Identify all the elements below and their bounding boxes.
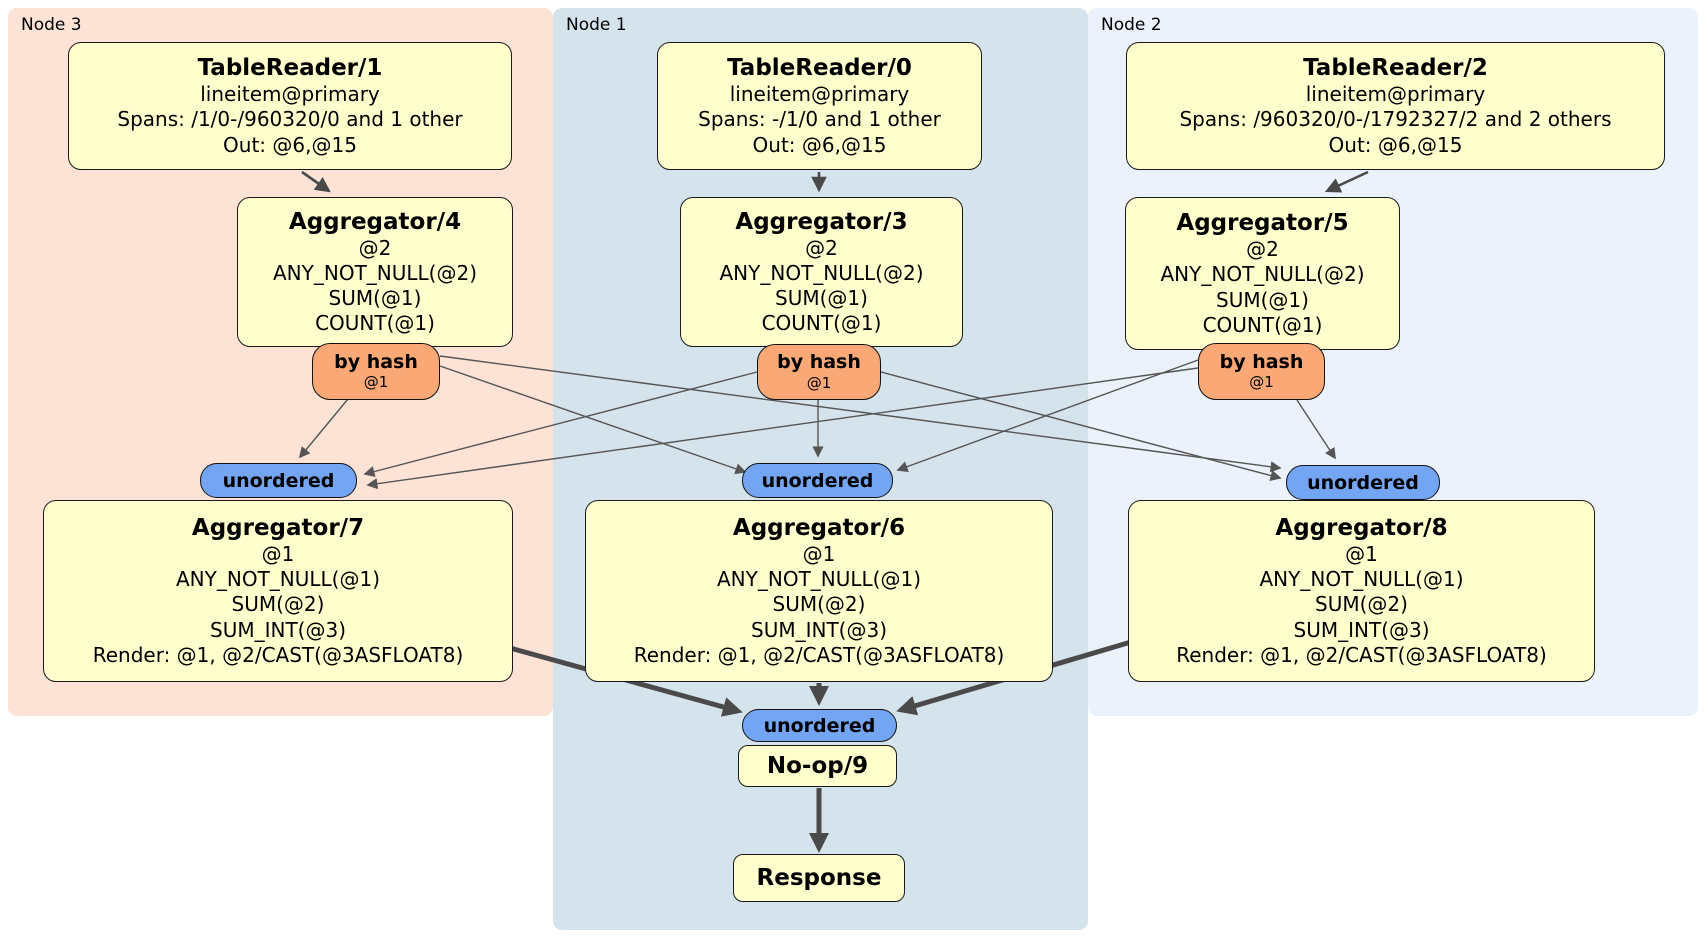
processor-aggregator-4: Aggregator/4 @2 ANY_NOT_NULL(@2) SUM(@1)… — [237, 197, 513, 347]
processor-title: TableReader/0 — [727, 55, 912, 82]
edges-tablereader-to-aggregator — [301, 170, 1369, 193]
processor-agg-fn: ANY_NOT_NULL(@2) — [273, 260, 477, 285]
processor-agg-fn: SUM_INT(@3) — [751, 617, 887, 642]
processor-agg-fn: ANY_NOT_NULL(@1) — [717, 567, 921, 592]
processor-out: Out: @6,@15 — [1328, 132, 1463, 157]
processor-agg-fn: SUM(@1) — [1216, 287, 1309, 312]
processor-aggregator-3: Aggregator/3 @2 ANY_NOT_NULL(@2) SUM(@1)… — [680, 197, 963, 347]
router-label: by hash — [334, 350, 418, 373]
processor-title: Aggregator/8 — [1275, 515, 1448, 541]
processor-agg-fn: SUM(@2) — [1315, 592, 1408, 617]
processor-agg-fn: ANY_NOT_NULL(@1) — [176, 567, 380, 592]
processor-groupcols: @2 — [1246, 237, 1279, 262]
processor-render: Render: @1, @2/CAST(@3ASFLOAT8) — [92, 642, 464, 667]
processor-spans: Spans: -/1/0 and 1 other — [698, 107, 941, 132]
edge-router3-sync3 — [298, 398, 349, 459]
processor-out: Out: @6,@15 — [223, 132, 357, 157]
edge-router3-sync2 — [439, 355, 1282, 473]
processor-spans: Spans: /1/0-/960320/0 and 1 other — [117, 107, 463, 132]
edge-router2-sync2 — [1296, 399, 1336, 460]
processor-agg-fn: ANY_NOT_NULL(@2) — [719, 260, 924, 285]
processor-groupcols: @1 — [802, 542, 836, 567]
processor-title: TableReader/2 — [1303, 55, 1488, 82]
processor-title: Aggregator/3 — [735, 208, 908, 235]
processor-agg-fn: SUM(@2) — [772, 592, 866, 617]
processor-response: Response — [733, 854, 905, 902]
processor-title: Aggregator/5 — [1176, 210, 1349, 237]
processor-detail: lineitem@primary — [1305, 82, 1486, 107]
processor-detail: lineitem@primary — [729, 82, 910, 107]
processor-aggregator-5: Aggregator/5 @2 ANY_NOT_NULL(@2) SUM(@1)… — [1125, 197, 1400, 350]
processor-groupcols: @2 — [358, 235, 392, 260]
processor-agg-fn: SUM_INT(@3) — [210, 617, 346, 642]
router-detail: @1 — [806, 373, 832, 392]
processor-tablereader-1: TableReader/1 lineitem@primary Spans: /1… — [68, 42, 512, 170]
router-detail: @1 — [363, 373, 389, 392]
edge-router2-sync1 — [896, 359, 1199, 472]
edge-router1-sync2 — [880, 371, 1282, 481]
processor-groupcols: @2 — [805, 235, 838, 260]
processor-agg-fn: COUNT(@1) — [761, 311, 882, 336]
processor-groupcols: @1 — [261, 542, 295, 567]
processor-render: Render: @1, @2/CAST(@3ASFLOAT8) — [1176, 642, 1547, 667]
sync-unordered-final: unordered — [742, 709, 897, 742]
processor-title: Aggregator/7 — [191, 515, 365, 541]
router-detail: @1 — [1249, 373, 1274, 392]
node-panel-2-label: Node 2 — [1101, 15, 1162, 35]
node-panel-3-label: Node 3 — [21, 15, 82, 35]
edge-tr2-agg5 — [1324, 170, 1369, 193]
router-label: by hash — [1219, 350, 1304, 373]
processor-detail: lineitem@primary — [200, 82, 380, 107]
sync-unordered-node1: unordered — [742, 463, 893, 498]
processor-groupcols: @1 — [1345, 542, 1378, 567]
processor-out: Out: @6,@15 — [752, 132, 887, 157]
edges-router-to-sync — [298, 355, 1336, 490]
processor-tablereader-0: TableReader/0 lineitem@primary Spans: -/… — [657, 42, 982, 170]
processor-agg-fn: SUM(@1) — [328, 286, 422, 311]
edge-tr1-agg4 — [301, 170, 331, 193]
sync-unordered-node3: unordered — [200, 463, 357, 498]
processor-tablereader-2: TableReader/2 lineitem@primary Spans: /9… — [1126, 42, 1665, 170]
router-label: by hash — [777, 351, 861, 374]
processor-agg-fn: SUM(@2) — [231, 592, 325, 617]
processor-agg-fn: SUM_INT(@3) — [1293, 617, 1430, 642]
sync-unordered-node2: unordered — [1286, 465, 1440, 500]
processor-agg-fn: SUM(@1) — [775, 286, 868, 311]
processor-agg-fn: COUNT(@1) — [1202, 312, 1323, 337]
edge-router2-sync3 — [366, 367, 1199, 490]
router-by-hash-node1: by hash @1 — [757, 344, 881, 400]
processor-agg-fn: ANY_NOT_NULL(@1) — [1259, 567, 1464, 592]
processor-render: Render: @1, @2/CAST(@3ASFLOAT8) — [633, 642, 1005, 667]
processor-aggregator-7: Aggregator/7 @1 ANY_NOT_NULL(@1) SUM(@2)… — [43, 500, 513, 682]
processor-agg-fn: ANY_NOT_NULL(@2) — [1160, 262, 1365, 287]
edge-router1-sync3 — [363, 371, 758, 478]
processor-title: Aggregator/6 — [732, 515, 906, 541]
processor-title: TableReader/1 — [197, 55, 383, 82]
processor-noop-9: No-op/9 — [738, 745, 897, 787]
edge-router3-sync1 — [439, 365, 747, 475]
processor-spans: Spans: /960320/0-/1792327/2 and 2 others — [1179, 107, 1612, 132]
processor-title: Aggregator/4 — [288, 208, 462, 235]
processor-agg-fn: COUNT(@1) — [315, 311, 435, 336]
processor-aggregator-8: Aggregator/8 @1 ANY_NOT_NULL(@1) SUM(@2)… — [1128, 500, 1595, 682]
router-by-hash-node3: by hash @1 — [312, 343, 440, 400]
processor-aggregator-6: Aggregator/6 @1 ANY_NOT_NULL(@1) SUM(@2)… — [585, 500, 1053, 682]
router-by-hash-node2: by hash @1 — [1198, 343, 1325, 400]
node-panel-1-label: Node 1 — [566, 15, 627, 35]
